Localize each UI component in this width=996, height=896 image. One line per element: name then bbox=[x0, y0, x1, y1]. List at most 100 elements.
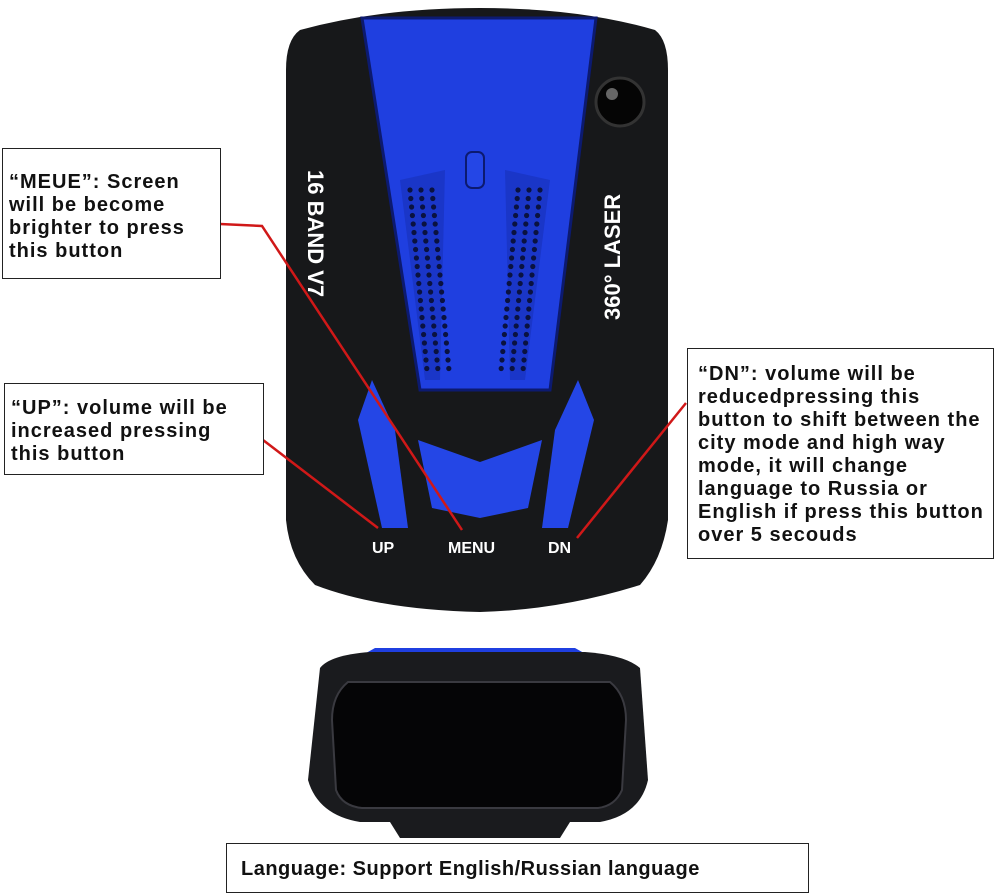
grille-hole bbox=[501, 340, 507, 346]
grille-hole bbox=[519, 263, 525, 270]
grille-hole bbox=[421, 221, 427, 227]
grille-hole bbox=[410, 221, 416, 227]
grille-hole bbox=[534, 221, 540, 227]
grille-hole bbox=[501, 331, 507, 338]
grille-hole bbox=[440, 306, 446, 312]
grille-hole bbox=[442, 323, 448, 329]
grille-hole bbox=[510, 357, 516, 363]
grille-hole bbox=[511, 229, 517, 236]
dn-button[interactable] bbox=[542, 380, 594, 528]
grille-hole bbox=[417, 289, 423, 295]
grille-hole bbox=[419, 195, 425, 202]
grille-hole bbox=[435, 255, 441, 261]
language-annotation: Language: Support English/Russian langua… bbox=[226, 843, 809, 893]
device-top-view: UP MENU DN 16 BAND V7 360° LASER bbox=[286, 8, 668, 612]
grille-hole bbox=[498, 365, 504, 372]
grille-hole bbox=[505, 289, 511, 295]
dn-annotation: “DN”: volume will be reducedpressing thi… bbox=[687, 348, 994, 559]
grille-hole bbox=[515, 306, 521, 312]
grille-hole bbox=[407, 187, 413, 193]
grille-hole bbox=[537, 187, 543, 193]
grille-hole bbox=[420, 204, 426, 210]
grille-hole bbox=[417, 297, 423, 304]
grille-hole bbox=[509, 365, 515, 372]
grille-hole bbox=[509, 246, 515, 253]
grille-hole bbox=[435, 365, 441, 372]
grille-hole bbox=[435, 246, 441, 253]
grille-hole bbox=[535, 204, 542, 210]
grille-hole bbox=[416, 280, 422, 287]
grille-hole bbox=[428, 289, 434, 295]
grille-hole bbox=[520, 246, 527, 253]
grille-hole bbox=[434, 238, 440, 244]
grille-hole bbox=[422, 229, 428, 236]
grille-hole bbox=[517, 280, 523, 287]
up-label: UP bbox=[372, 540, 395, 557]
menu-button[interactable] bbox=[418, 440, 542, 518]
grille-hole bbox=[524, 323, 530, 329]
grille-hole bbox=[436, 263, 442, 270]
grille-hole bbox=[419, 314, 425, 321]
indicator-slot bbox=[465, 151, 485, 189]
grille-hole bbox=[504, 306, 510, 312]
grille-hole bbox=[431, 323, 437, 329]
menu-label: MENU bbox=[448, 540, 495, 557]
grille-hole bbox=[515, 187, 521, 193]
grille-hole bbox=[429, 187, 435, 193]
grille-hole bbox=[433, 348, 439, 355]
grille-hole bbox=[423, 357, 429, 363]
grille-hole bbox=[411, 229, 417, 236]
grille-hole bbox=[432, 221, 438, 227]
grille-hole bbox=[505, 297, 511, 304]
grille-hole bbox=[513, 212, 519, 219]
grille-hole bbox=[432, 331, 438, 338]
grille-hole bbox=[438, 280, 444, 287]
up-annotation: “UP”: volume will be increased pressing … bbox=[4, 383, 264, 475]
grille-hole bbox=[527, 289, 534, 295]
grille-hole bbox=[423, 238, 429, 244]
grille-hole bbox=[525, 314, 531, 321]
grille-hole bbox=[414, 263, 420, 270]
grille-hole bbox=[520, 365, 526, 372]
grille-hole bbox=[425, 263, 431, 270]
grille-hole bbox=[421, 340, 427, 346]
grille-hole bbox=[521, 357, 527, 363]
display-screen bbox=[330, 681, 628, 809]
grille-hole bbox=[434, 357, 440, 363]
grille-hole bbox=[526, 187, 532, 193]
device-front-view bbox=[308, 648, 648, 838]
laser-sensor-icon bbox=[594, 76, 646, 128]
grille-hole bbox=[412, 238, 418, 244]
grille-hole bbox=[420, 212, 426, 219]
grille-hole bbox=[516, 297, 522, 304]
grille-hole bbox=[507, 272, 513, 278]
grille-hole bbox=[428, 297, 434, 304]
grille-hole bbox=[409, 204, 415, 210]
grille-hole bbox=[524, 204, 531, 210]
grille-hole bbox=[443, 340, 449, 346]
grille-hole bbox=[420, 323, 426, 329]
grille-hole bbox=[530, 263, 536, 270]
grille-hole bbox=[522, 348, 528, 355]
grille-hole bbox=[531, 246, 538, 253]
laser-label: 360° LASER bbox=[600, 194, 625, 320]
grille-hole bbox=[429, 306, 435, 312]
up-button[interactable] bbox=[358, 380, 408, 528]
grille-hole bbox=[432, 340, 438, 346]
grille-hole bbox=[509, 255, 515, 261]
grille-hole bbox=[431, 212, 437, 219]
grille-hole bbox=[446, 365, 452, 372]
grille-hole bbox=[445, 357, 451, 363]
speaker-grille-left bbox=[407, 187, 452, 372]
grille-hole bbox=[502, 323, 508, 329]
grille-hole bbox=[516, 289, 523, 295]
dn-label: DN bbox=[548, 540, 571, 557]
grille-hole bbox=[512, 221, 518, 227]
grille-hole bbox=[506, 280, 512, 287]
grille-hole bbox=[523, 331, 530, 338]
grille-hole bbox=[424, 255, 430, 261]
grille-hole bbox=[514, 314, 520, 321]
grille-hole bbox=[443, 331, 449, 338]
grille-hole bbox=[431, 204, 437, 210]
grille-hole bbox=[524, 212, 530, 219]
